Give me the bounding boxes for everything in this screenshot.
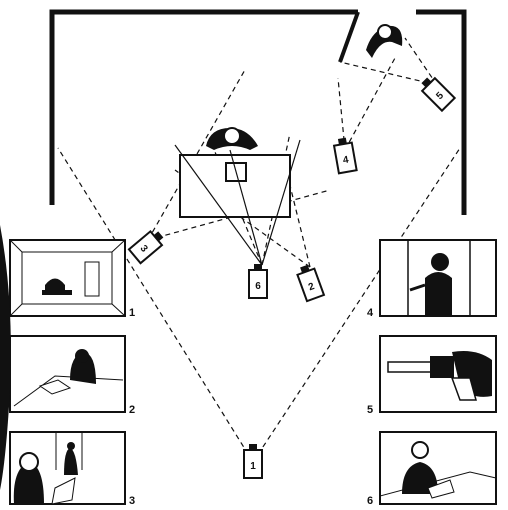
seated-man-figure: [206, 128, 258, 150]
intruder-figure: [366, 25, 402, 58]
camera-1: 1: [244, 444, 262, 478]
panel-5-number: 5: [367, 404, 373, 416]
panel-6: [380, 432, 496, 504]
panel-1: [10, 240, 125, 316]
camera-1-label: 1: [250, 461, 256, 472]
panel-4: [380, 240, 496, 316]
camera-5: 5: [418, 74, 455, 111]
panel-3-number: 3: [129, 495, 135, 507]
camera-2: 2: [295, 263, 324, 301]
camera-4: 4: [333, 137, 357, 174]
panel-3: [10, 432, 125, 504]
panel-2-number: 2: [129, 404, 135, 416]
camera-3: 3: [129, 228, 167, 264]
panel-2: [10, 336, 125, 412]
open-door: [340, 12, 358, 62]
panel-4-number: 4: [367, 307, 374, 319]
camera-6: 6: [249, 264, 267, 298]
panel-5: [380, 336, 496, 412]
panel-6-number: 6: [367, 495, 373, 507]
panel-1-number: 1: [129, 307, 135, 319]
camera-6-label: 6: [255, 281, 261, 292]
